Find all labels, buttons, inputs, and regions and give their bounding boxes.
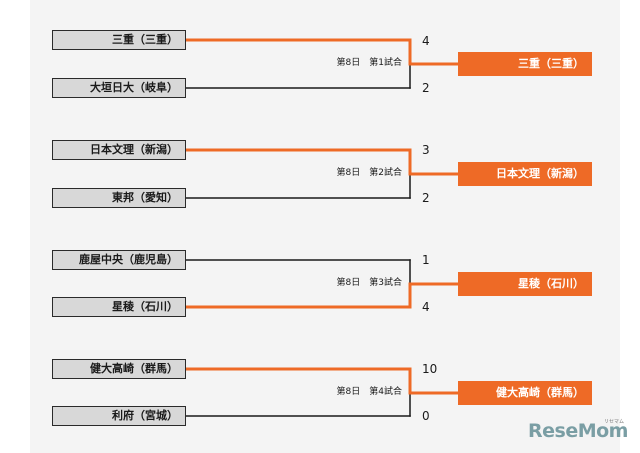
team-box: 東邦（愛知） [52,188,186,208]
team-box: 鹿屋中央（鹿児島） [52,250,186,270]
team-box: 三重（三重） [52,30,186,50]
team-box: 利府（宮城） [52,406,186,426]
logo-wordmark: ReseMom [528,420,628,442]
team-box: 大垣日大（岐阜） [52,78,186,98]
score: 0 [422,409,430,423]
team-box: 健大高崎（群馬） [52,359,186,379]
game-label: 第8日 第3試合 [336,278,402,288]
score: 10 [422,362,438,376]
winner-box: 星稜（石川） [458,272,592,296]
team-box: 日本文理（新潟） [52,140,186,160]
game-label: 第8日 第1試合 [336,58,402,68]
score: 1 [422,253,430,267]
logo-sub-text: リセマム [603,419,624,425]
score: 4 [422,300,430,314]
score: 3 [422,143,430,157]
score: 2 [422,81,430,95]
logo-text-rese: Rese [528,420,578,442]
game-label: 第8日 第2試合 [336,168,402,178]
score: 2 [422,191,430,205]
winner-box: 健大高崎（群馬） [458,381,592,405]
logo-text-mom: Mom [577,420,629,442]
game-label: 第8日 第4試合 [336,387,402,397]
score: 4 [422,34,430,48]
team-box: 星稜（石川） [52,297,186,317]
winner-box: 三重（三重） [458,52,592,76]
resemom-logo: リセマム ReseMom [528,418,628,448]
winner-box: 日本文理（新潟） [458,162,592,186]
